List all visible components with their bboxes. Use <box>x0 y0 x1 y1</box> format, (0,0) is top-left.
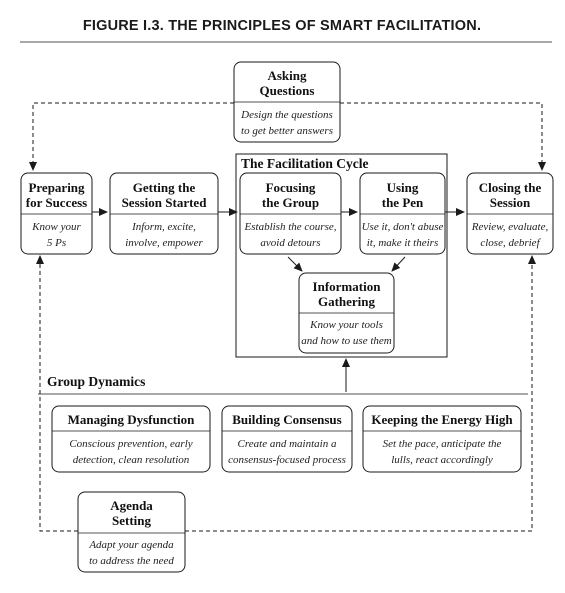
box-description-line: and how to use them <box>301 335 391 347</box>
box-description-line: Review, evaluate, <box>471 221 549 233</box>
dashed-agenda-to-closing <box>185 255 536 532</box>
box-description-line: detection, clean resolution <box>73 454 190 466</box>
box-title-line: Building Consensus <box>232 412 341 427</box>
box-title-line: Setting <box>112 513 152 528</box>
box-description-line: Know your tools <box>309 319 383 331</box>
box-description-line: Conscious prevention, early <box>69 438 192 450</box>
dashed-asking-to-preparing <box>29 102 234 171</box>
box-agenda-setting: Agenda Setting Adapt your agenda to addr… <box>77 491 186 573</box>
box-description-line: Know your <box>31 221 81 233</box>
box-frame <box>239 172 342 255</box>
box-title-line: Questions <box>260 83 315 98</box>
box-title-line: Information <box>313 279 382 294</box>
box-frame <box>362 405 522 473</box>
box-using-the-pen: Using the Pen Use it, don't abuse it, ma… <box>359 172 446 255</box>
box-description-line: lulls, react accordingly <box>391 454 493 466</box>
facilitation-cycle-frame <box>235 153 448 358</box>
box-description-line: Establish the course, <box>244 221 337 233</box>
box-title-line: the Group <box>262 195 319 210</box>
facilitation-cycle-label: The Facilitation Cycle <box>241 156 368 171</box>
box-description-line: Adapt your agenda <box>88 539 174 551</box>
box-frame <box>359 172 446 255</box>
box-frame <box>51 405 211 473</box>
box-title-line: Keeping the Energy High <box>371 412 513 427</box>
figure-title: FIGURE I.3. THE PRINCIPLES OF SMART FACI… <box>83 18 481 34</box>
box-description-line: close, debrief <box>480 237 541 249</box>
dashed-asking-to-closing <box>340 102 546 171</box>
box-keeping-energy-high: Keeping the Energy High Set the pace, an… <box>362 405 522 473</box>
box-focusing-the-group: Focusing the Group Establish the course,… <box>239 172 342 255</box>
box-frame <box>77 491 186 573</box>
box-information-gathering: Information Gathering Know your tools an… <box>298 272 395 354</box>
box-getting-session-started: Getting the Session Started Inform, exci… <box>109 172 219 255</box>
box-description-line: 5 Ps <box>47 237 66 249</box>
box-title-line: Session Started <box>122 195 208 210</box>
dashed-agenda-to-preparing <box>36 255 78 532</box>
box-title-line: for Success <box>26 195 88 210</box>
box-title-line: Gathering <box>318 294 376 309</box>
box-asking-questions: Asking Questions Design the questions to… <box>233 61 341 143</box>
box-title-line: Preparing <box>28 180 85 195</box>
box-title-line: Getting the <box>133 180 196 195</box>
box-frame <box>20 172 93 255</box>
box-title-line: the Pen <box>382 195 424 210</box>
box-description-line: to get better answers <box>241 125 333 137</box>
box-title-line: Closing the <box>479 180 542 195</box>
box-preparing-for-success: Preparing for Success Know your 5 Ps <box>20 172 93 255</box>
box-description-line: Create and maintain a <box>238 438 337 450</box>
arrow-focusing-to-info <box>287 256 303 272</box>
box-frame <box>466 172 554 255</box>
box-closing-the-session: Closing the Session Review, evaluate, cl… <box>466 172 554 255</box>
box-description-line: it, make it theirs <box>367 237 439 249</box>
box-description-line: Design the questions <box>240 109 333 121</box>
box-title-line: Focusing <box>266 180 316 195</box>
box-description-line: to address the need <box>89 555 174 567</box>
box-description-line: Use it, don't abuse <box>362 221 444 233</box>
box-title-line: Managing Dysfunction <box>68 412 196 427</box>
box-description-line: Inform, excite, <box>131 221 196 233</box>
box-title-line: Session <box>490 195 531 210</box>
box-description-line: avoid detours <box>260 237 320 249</box>
box-frame <box>109 172 219 255</box>
box-title-line: Asking <box>267 68 307 83</box>
box-building-consensus: Building Consensus Create and maintain a… <box>221 405 353 473</box>
box-frame <box>221 405 353 473</box>
box-description-line: involve, empower <box>125 237 203 249</box>
box-description-line: Set the pace, anticipate the <box>383 438 502 450</box>
arrow-pen-to-info <box>391 256 406 272</box>
box-title-line: Using <box>387 180 419 195</box>
box-title-line: Agenda <box>110 498 153 513</box>
group-dynamics-label: Group Dynamics <box>47 374 145 389</box>
box-managing-dysfunction: Managing Dysfunction Conscious preventio… <box>51 405 211 473</box>
box-description-line: consensus-focused process <box>228 454 346 466</box>
